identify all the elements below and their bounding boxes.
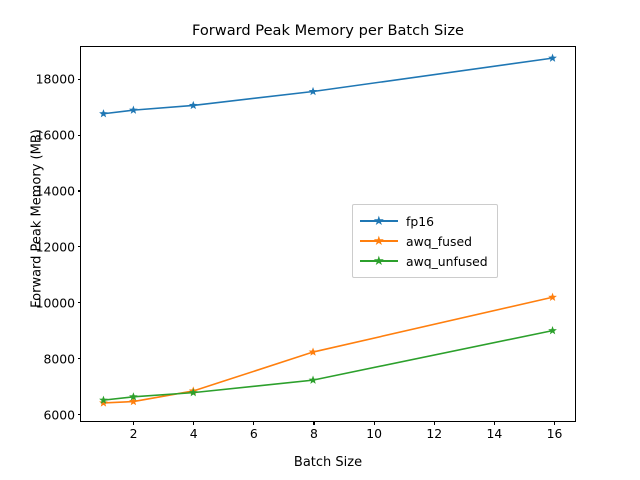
- y-tick-label: 16000: [35, 127, 75, 143]
- x-tick-label: 6: [249, 426, 258, 441]
- y-tick-mark: [77, 78, 81, 80]
- data-point-marker: [188, 100, 198, 110]
- series-line: [103, 329, 553, 401]
- x-tick-label: 16: [546, 426, 563, 441]
- data-point-marker: [99, 395, 108, 404]
- x-tick-mark: [433, 421, 435, 425]
- legend-label: awq_fused: [406, 233, 472, 249]
- y-tick-mark: [77, 134, 81, 136]
- chart-title: Forward Peak Memory per Batch Size: [191, 22, 465, 39]
- data-point-marker: [548, 53, 557, 62]
- x-tick-mark: [493, 421, 495, 425]
- y-tick-mark: [77, 302, 81, 304]
- data-point-marker: [308, 86, 318, 96]
- data-point-marker: [548, 326, 557, 335]
- x-tick-mark: [553, 421, 555, 425]
- legend-line: [360, 260, 398, 262]
- y-tick-mark: [77, 190, 81, 192]
- x-tick-label: 14: [486, 426, 503, 441]
- series-fp16: [99, 53, 557, 118]
- x-tick-mark: [253, 421, 255, 425]
- series-line: [103, 296, 553, 404]
- x-axis-label: Batch Size: [293, 455, 363, 470]
- data-point-marker: [308, 375, 318, 384]
- series-awq_fused: [99, 292, 557, 407]
- data-point-marker: [548, 292, 557, 301]
- data-point-marker: [99, 109, 108, 118]
- x-tick-label: 8: [310, 426, 318, 441]
- chart-legend: ★ fp16 ★ awq_fused ★ awq_unfused: [352, 204, 498, 278]
- x-tick-label: 4: [189, 426, 198, 441]
- x-tick-label: 10: [366, 426, 382, 441]
- legend-item-awq_fused: ★ awq_fused: [360, 231, 488, 251]
- legend-label: awq_unfused: [406, 253, 488, 269]
- data-point-marker: [129, 392, 138, 401]
- x-tick-mark: [313, 421, 315, 425]
- y-tick-mark: [77, 246, 81, 248]
- y-tick-label: 18000: [35, 71, 75, 87]
- star-icon: ★: [373, 214, 385, 229]
- data-point-marker: [99, 398, 108, 407]
- star-icon: ★: [373, 234, 385, 249]
- y-tick-label: 10000: [35, 295, 75, 311]
- series-line: [103, 57, 553, 115]
- data-point-marker: [129, 105, 138, 114]
- x-tick-mark: [373, 421, 375, 425]
- data-point-marker: [188, 388, 198, 397]
- y-tick-mark: [77, 414, 81, 416]
- y-tick-label: 14000: [35, 183, 75, 199]
- legend-item-fp16: ★ fp16: [360, 211, 488, 231]
- y-tick-mark: [77, 358, 81, 360]
- legend-swatch: ★: [360, 254, 398, 268]
- data-point-marker: [129, 396, 138, 406]
- data-point-marker: [308, 347, 318, 356]
- y-axis-label: Forward Peak Memory (MB): [29, 129, 45, 308]
- x-tick-mark: [193, 421, 195, 425]
- legend-item-awq_unfused: ★ awq_unfused: [360, 251, 488, 271]
- y-tick-label: 8000: [43, 351, 75, 367]
- legend-line: [360, 220, 398, 222]
- star-icon: ★: [373, 254, 385, 269]
- y-tick-label: 12000: [35, 239, 75, 255]
- legend-swatch: ★: [360, 234, 398, 248]
- legend-label: fp16: [406, 213, 434, 229]
- legend-swatch: ★: [360, 214, 398, 228]
- legend-line: [360, 240, 398, 242]
- plot-area: 6000 8000 10000 12000 14000 16000 18000 2 4 6 8 10…: [36, 46, 576, 441]
- x-tick-label: 12: [426, 426, 443, 441]
- y-tick-label: 6000: [43, 407, 75, 423]
- series-awq_unfused: [99, 326, 557, 404]
- data-series-layer: [99, 53, 557, 407]
- x-tick-label: 2: [129, 426, 138, 441]
- x-tick-mark: [133, 421, 135, 425]
